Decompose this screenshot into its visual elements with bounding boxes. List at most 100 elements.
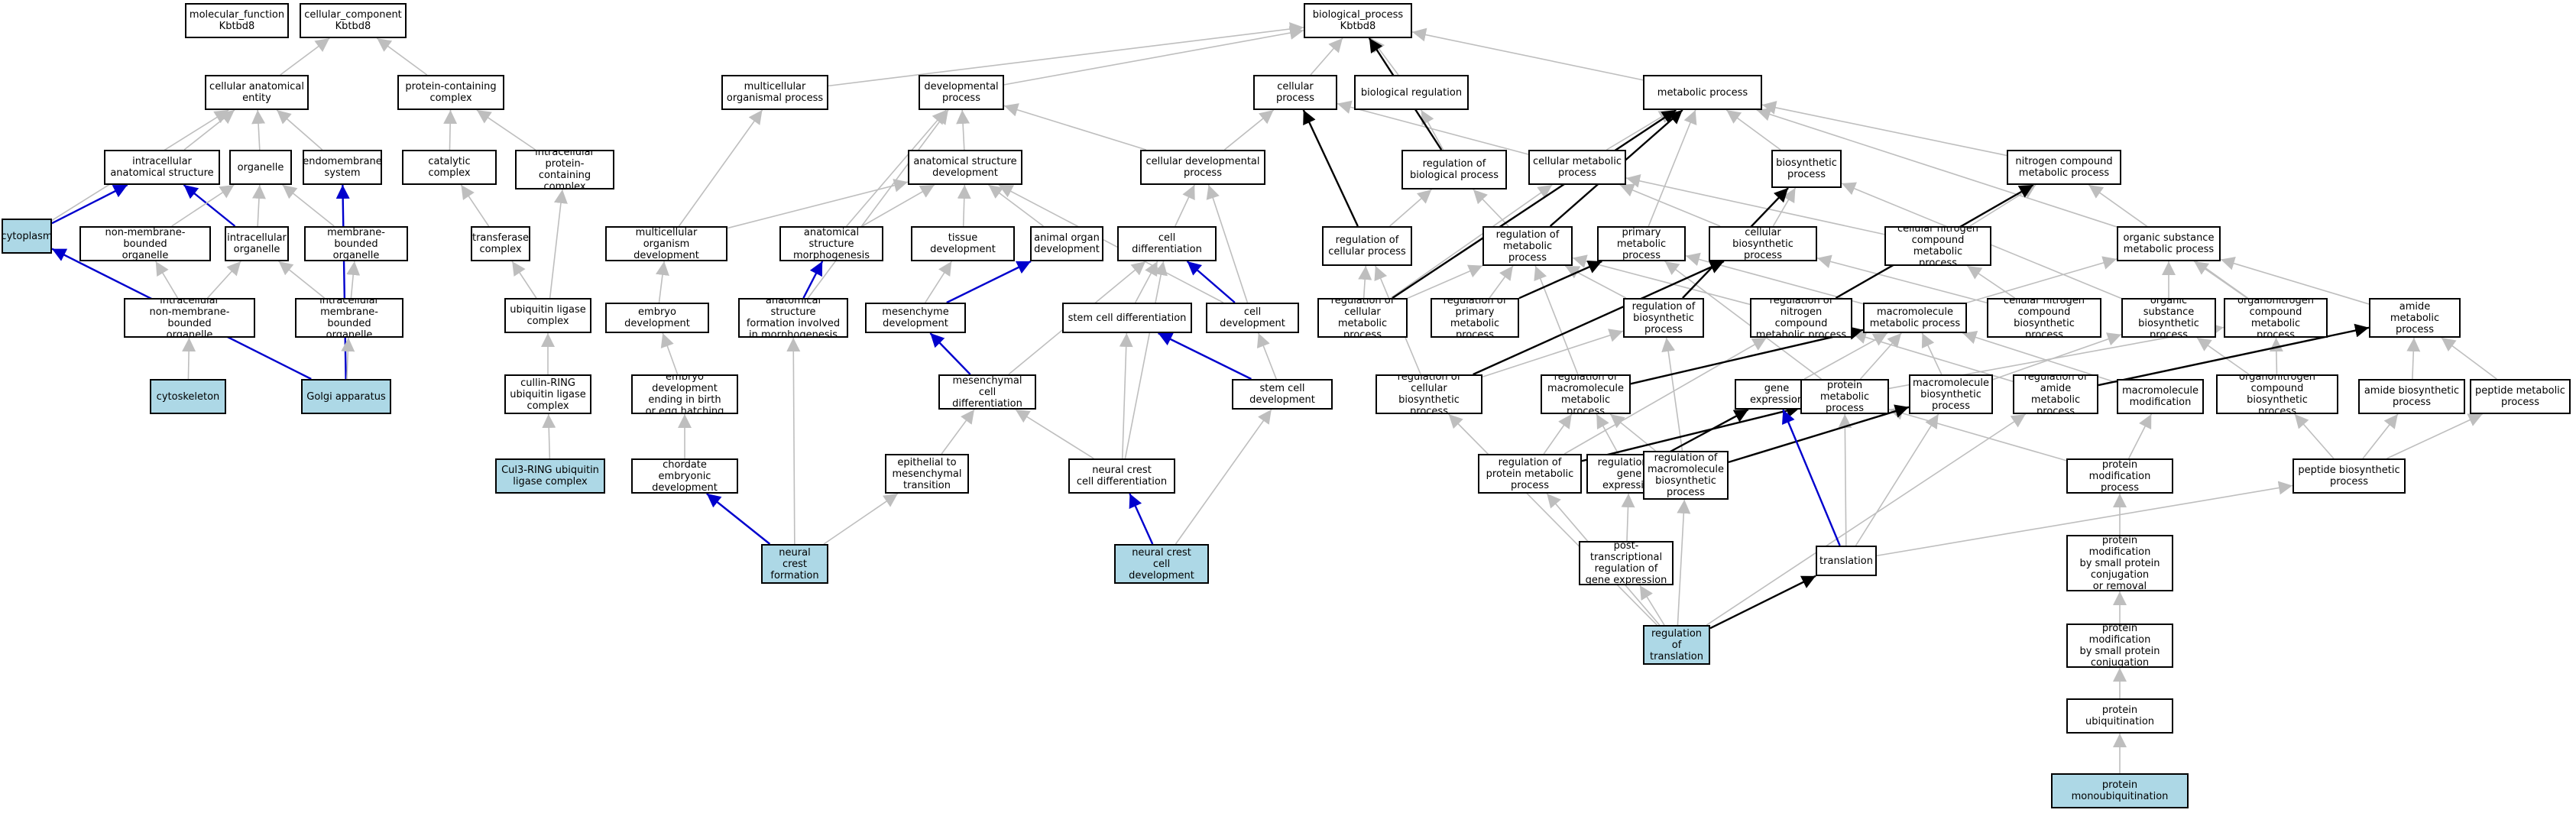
node-abp[interactable]: amide biosynthetic process	[2358, 379, 2465, 414]
node-cyto[interactable]: cytoplasm	[2, 219, 52, 254]
node-mbo[interactable]: membrane-bounded organelle	[304, 226, 408, 261]
node-cncbp[interactable]: cellular nitrogen compound biosynthetic …	[1987, 298, 2101, 338]
node-ced[interactable]: chordate embryonic development	[631, 458, 738, 494]
node-golgi[interactable]: Golgi apparatus	[301, 379, 391, 414]
node-pmspc[interactable]: protein modification by small protein co…	[2066, 535, 2173, 591]
node-transl[interactable]: translation	[1816, 546, 1877, 576]
node-mesd[interactable]: mesenchyme development	[865, 303, 966, 333]
node-pcc[interactable]: protein-containing complex	[397, 75, 504, 110]
edge-pmod-to-prmp	[1888, 406, 2067, 462]
node-aod[interactable]: animal organ development	[1030, 226, 1103, 261]
edge-cmp-to-cp	[1337, 100, 1529, 155]
node-cbp[interactable]: cellular biosynthetic process	[1709, 226, 1817, 261]
node-rbp[interactable]: regulation of biological process	[1401, 150, 1507, 189]
node-asd[interactable]: anatomical structure development	[908, 150, 1022, 185]
node-rtransl[interactable]: regulation of translation	[1643, 625, 1710, 665]
edge-metp-to-bp	[1411, 28, 1644, 81]
node-rmbp[interactable]: regulation of macromolecule biosynthetic…	[1643, 451, 1729, 500]
edge-rtransl-to-rmbp	[1677, 499, 1691, 626]
node-cncmp[interactable]: cellular nitrogen compound metabolic pro…	[1884, 226, 1991, 266]
node-cae[interactable]: cellular anatomical entity	[205, 75, 309, 110]
edge-rprmp-to-rmmp	[1543, 413, 1573, 455]
node-rpmp[interactable]: regulation of primary metabolic process	[1431, 298, 1519, 338]
node-pmsp[interactable]: protein modification by small protein co…	[2066, 624, 2173, 668]
node-ulc[interactable]: ubiquitin ligase complex	[504, 298, 591, 333]
edge-rprmp-to-rncmp	[1563, 337, 1768, 455]
node-pubq[interactable]: protein ubiquitination	[2066, 698, 2173, 734]
node-trc[interactable]: transferase complex	[471, 226, 530, 261]
node-cdp[interactable]: cellular developmental process	[1140, 150, 1265, 185]
node-cp[interactable]: cellular process	[1253, 75, 1337, 110]
node-org[interactable]: organelle	[229, 150, 292, 185]
node-asm[interactable]: anatomical structure morphogenesis	[779, 226, 883, 261]
node-pepbp[interactable]: peptide biosynthetic process	[2292, 458, 2406, 494]
node-bp[interactable]: biological_process Kbtbd8	[1304, 3, 1412, 38]
node-oncbp[interactable]: organonitrogen compound biosynthetic pro…	[2216, 374, 2338, 414]
node-mmod[interactable]: macromolecule modification	[2117, 379, 2204, 414]
node-cdiff[interactable]: cell differentiation	[1117, 226, 1217, 261]
node-inmbo[interactable]: intracellular non-membrane-bounded organ…	[124, 298, 255, 338]
node-rcbp[interactable]: regulation of cellular biosynthetic proc…	[1375, 374, 1482, 414]
node-prmp[interactable]: protein metabolic process	[1800, 379, 1889, 414]
edge-transl-to-mbp	[1855, 413, 1939, 546]
node-ncf[interactable]: neural crest formation	[761, 544, 828, 584]
node-cul3[interactable]: Cul3-RING ubiquitin ligase complex	[495, 458, 605, 494]
node-rmp[interactable]: regulation of metabolic process	[1482, 226, 1573, 266]
edge-pepbp-to-pepmp	[2386, 413, 2483, 459]
node-rbsp[interactable]: regulation of biosynthetic process	[1623, 298, 1704, 338]
node-cc[interactable]: cellular_component Kbtbd8	[300, 3, 407, 38]
node-osmp[interactable]: organic substance metabolic process	[2117, 226, 2221, 261]
node-crulc[interactable]: cullin-RING ubiquitin ligase complex	[504, 374, 591, 414]
node-nmbo[interactable]: non-membrane-bounded organelle	[79, 226, 211, 261]
node-cmp[interactable]: cellular metabolic process	[1528, 150, 1626, 185]
node-ems[interactable]: endomembrane system	[303, 150, 382, 185]
node-edeh[interactable]: embryo development ending in birth or eg…	[631, 374, 738, 414]
node-rcp[interactable]: regulation of cellular process	[1322, 226, 1412, 266]
node-mmp[interactable]: macromolecule metabolic process	[1863, 303, 1967, 333]
node-imbo[interactable]: intracellular membrane-bounded organelle	[295, 298, 403, 338]
node-ipcc[interactable]: intracellular protein-containing complex	[515, 150, 614, 189]
node-oncmp[interactable]: organonitrogen compound metabolic proces…	[2224, 298, 2328, 338]
node-pmp[interactable]: primary metabolic process	[1597, 226, 1686, 261]
edge-rge-to-rmmp	[1596, 413, 1619, 455]
node-mod[interactable]: multicellular organism development	[605, 226, 727, 261]
node-ed[interactable]: embryo development	[605, 303, 709, 333]
node-emt[interactable]: epithelial to mesenchymal transition	[885, 454, 969, 494]
node-ncd[interactable]: neural crest cell differentiation	[1068, 458, 1175, 494]
edge-cp-to-bp	[1310, 37, 1343, 76]
node-amp[interactable]: amide metabolic process	[2369, 298, 2461, 338]
node-rprmp[interactable]: regulation of protein metabolic process	[1478, 454, 1582, 494]
edge-rpmp-to-rmp	[1489, 265, 1514, 299]
node-rcmp[interactable]: regulation of cellular metabolic process	[1317, 298, 1408, 338]
edge-edeh-to-ed	[660, 332, 679, 375]
node-metp[interactable]: metabolic process	[1643, 75, 1762, 110]
node-scd[interactable]: stem cell differentiation	[1062, 303, 1192, 333]
node-rncmp[interactable]: regulation of nitrogen compound metaboli…	[1750, 298, 1852, 338]
node-ncmp[interactable]: nitrogen compound metabolic process	[2007, 150, 2121, 185]
node-ptrge[interactable]: post-transcriptional regulation of gene …	[1579, 541, 1674, 585]
node-io[interactable]: intracellular organelle	[225, 226, 289, 261]
node-pmono[interactable]: protein monoubiquitination	[2051, 773, 2189, 808]
node-ncdev[interactable]: neural crest cell development	[1114, 544, 1209, 584]
node-dp[interactable]: developmental process	[919, 75, 1004, 110]
node-rmmp[interactable]: regulation of macromolecule metabolic pr…	[1541, 374, 1631, 414]
node-catc[interactable]: catalytic complex	[402, 150, 497, 185]
node-mcd[interactable]: mesenchymal cell differentiation	[938, 374, 1036, 410]
edge-mmod-to-mmp	[1962, 330, 2118, 384]
node-td[interactable]: tissue development	[911, 226, 1015, 261]
node-cytosk[interactable]: cytoskeleton	[150, 379, 226, 414]
node-ramp[interactable]: regulation of amide metabolic process	[2013, 374, 2098, 414]
node-mf[interactable]: molecular_function Kbtbd8	[185, 3, 289, 38]
node-pmod[interactable]: protein modification process	[2066, 458, 2173, 494]
node-ias[interactable]: intracellular anatomical structure	[104, 150, 220, 185]
edge-cncmp-to-cmp	[1625, 174, 1885, 235]
node-celld[interactable]: cell development	[1206, 303, 1299, 333]
node-mbp[interactable]: macromolecule biosynthetic process	[1909, 374, 1993, 414]
node-mop[interactable]: multicellular organismal process	[721, 75, 828, 110]
node-bsp[interactable]: biosynthetic process	[1771, 150, 1842, 188]
node-asfm[interactable]: anatomical structure formation involved …	[738, 298, 848, 338]
node-osbp[interactable]: organic substance biosynthetic process	[2121, 298, 2216, 338]
node-br[interactable]: biological regulation	[1354, 75, 1469, 110]
node-scdev[interactable]: stem cell development	[1232, 379, 1333, 410]
node-pepmp[interactable]: peptide metabolic process	[2470, 379, 2571, 414]
